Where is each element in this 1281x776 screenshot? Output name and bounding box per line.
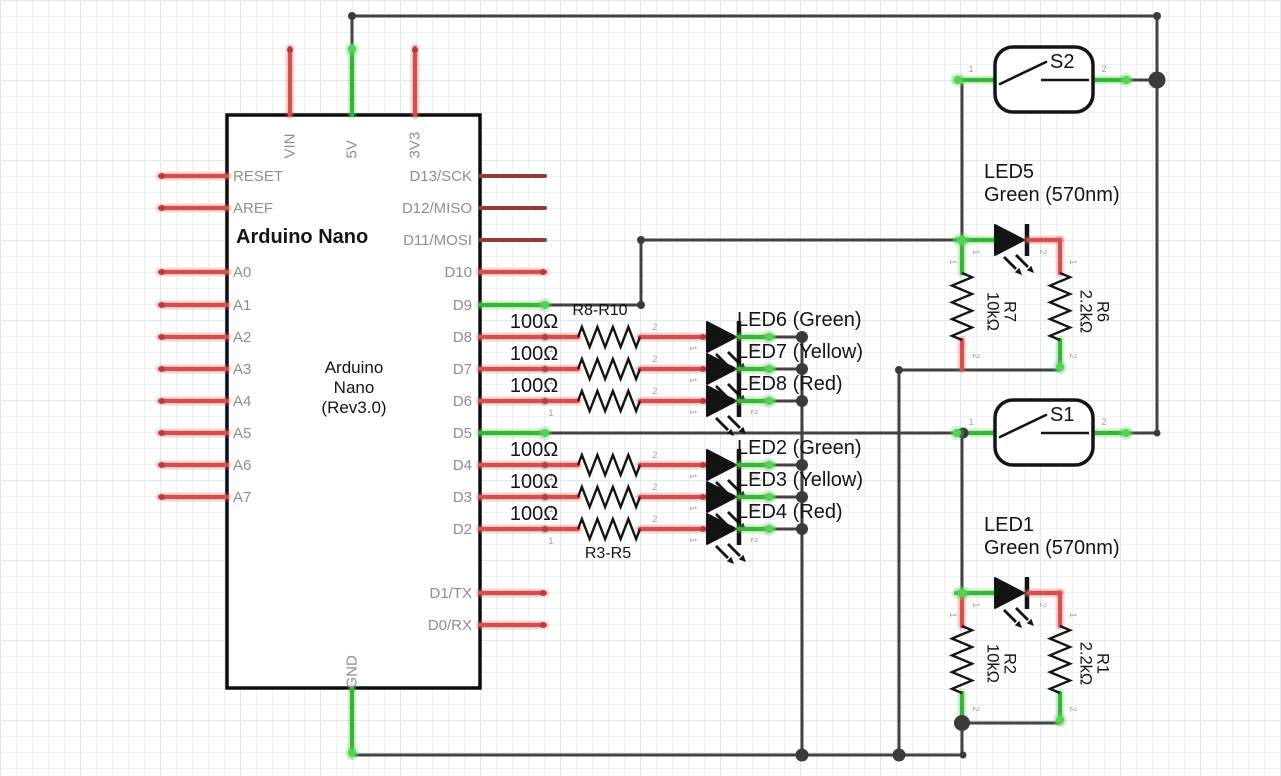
svg-text:1: 1 [688,345,698,350]
svg-text:2: 2 [1068,706,1078,711]
svg-text:2: 2 [652,450,657,460]
svg-text:1: 1 [548,536,553,546]
svg-text:2: 2 [749,377,759,382]
svg-text:1: 1 [548,376,553,386]
svg-text:2: 2 [652,386,657,396]
svg-text:1: 1 [688,409,698,414]
svg-text:2: 2 [652,322,657,332]
resistor-row-1-2[interactable]: 12 [540,514,712,546]
svg-text:2: 2 [1038,602,1048,607]
resistor-row-1-1[interactable]: 12 [540,482,712,514]
svg-text:1: 1 [548,408,553,418]
svg-text:2: 2 [1068,353,1078,358]
resistor-row-0-2[interactable]: 12 [540,386,712,418]
svg-text:1: 1 [688,537,698,542]
svg-text:1: 1 [968,417,973,427]
svg-text:1: 1 [968,64,973,74]
svg-text:2: 2 [971,353,981,358]
block-led5[interactable]: 1 2 1 2 1 2 [948,224,1078,374]
resistor-row-0-0[interactable]: 12 [540,322,712,354]
svg-text:2: 2 [1101,417,1106,427]
svg-text:2: 2 [971,706,981,711]
svg-text:1: 1 [688,377,698,382]
svg-text:2: 2 [749,537,759,542]
svg-text:2: 2 [1038,249,1048,254]
resistor-row-0-1[interactable]: 12 [540,354,712,386]
junction-dots [348,12,1166,762]
svg-text:1: 1 [548,504,553,514]
svg-text:1: 1 [971,249,981,254]
arduino-nano-board[interactable] [225,113,482,690]
svg-text:1: 1 [688,505,698,510]
svg-text:2: 2 [652,514,657,524]
svg-text:2: 2 [1101,64,1106,74]
svg-text:2: 2 [749,473,759,478]
svg-text:1: 1 [948,612,958,617]
svg-text:1: 1 [1068,259,1078,264]
svg-text:1: 1 [548,344,553,354]
svg-text:2: 2 [749,505,759,510]
green-nodes [345,42,1133,760]
svg-text:2: 2 [749,345,759,350]
svg-text:2: 2 [749,409,759,414]
svg-text:2: 2 [652,482,657,492]
svg-text:2: 2 [652,354,657,364]
svg-text:1: 1 [1068,612,1078,617]
svg-text:1: 1 [688,473,698,478]
svg-text:1: 1 [948,259,958,264]
resistor-row-1-0[interactable]: 12 [540,450,712,482]
svg-text:1: 1 [971,602,981,607]
block-led1[interactable]: 1 2 1 2 1 2 [948,577,1078,727]
arduino-pin-wires[interactable] [155,43,550,760]
svg-text:1: 1 [548,472,553,482]
